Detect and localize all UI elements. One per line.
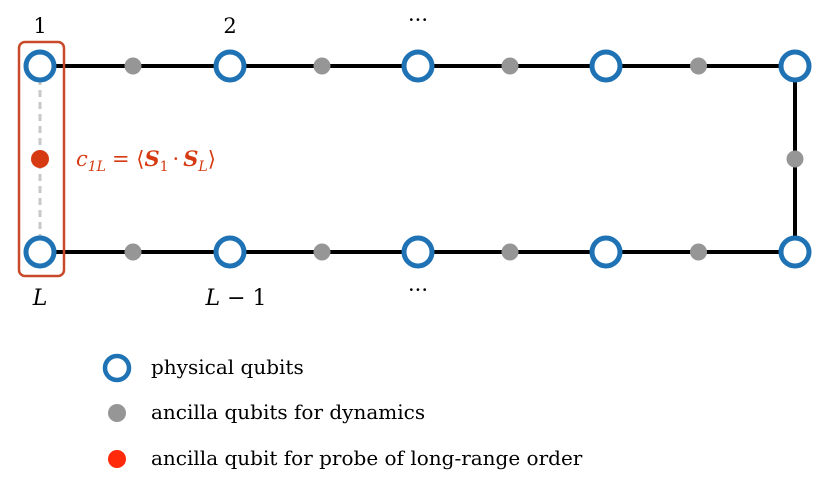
probe-ancilla	[31, 150, 49, 168]
ancilla-bottom-3	[501, 243, 519, 261]
physical-qubit-bottom-5	[778, 235, 812, 269]
ancilla-bottom-2	[313, 243, 331, 261]
correlator-c: c	[76, 147, 88, 171]
ancilla-top-3	[501, 57, 519, 75]
physical-qubit-bottom-4	[589, 235, 623, 269]
correlator-eq: = ⟨	[112, 147, 144, 171]
correlator-s1-sub: 1	[160, 159, 169, 175]
ancilla-dynamics-layer	[124, 57, 804, 261]
correlator-dot: ·	[173, 147, 180, 171]
correlator-close: ⟩	[208, 147, 216, 171]
physical-qubit-layer	[23, 49, 812, 269]
label-top-ellipsis: ···	[408, 8, 428, 32]
physical-qubit-bottom-1	[23, 235, 57, 269]
ancilla-bottom-4	[690, 243, 707, 261]
physical-qubit-top-5	[778, 49, 812, 83]
legend-physical-icon	[102, 353, 132, 383]
label-site-L: L	[32, 286, 48, 311]
legend-physical-label: physical qubits	[151, 355, 304, 379]
physical-qubit-top-2	[213, 49, 247, 83]
legend-dynamics-icon	[108, 404, 126, 422]
legend-probe-icon	[108, 450, 126, 468]
correlator-sL: S	[183, 146, 198, 171]
physical-qubit-bottom-2	[213, 235, 247, 269]
probe-box	[17, 40, 66, 278]
label-site-1: 1	[33, 14, 46, 38]
legend-probe-label: ancilla qubit for probe of long-range or…	[151, 446, 583, 470]
ancilla-top-1	[124, 57, 142, 75]
label-site-2: 2	[223, 14, 236, 38]
correlator-formula: c1L= ⟨S1·SL⟩	[76, 146, 216, 175]
physical-qubit-top-3	[401, 49, 435, 83]
physical-qubit-top-1	[23, 49, 57, 83]
legend-dynamics-label: ancilla qubits for dynamics	[151, 400, 425, 424]
legend: physical qubits ancilla qubits for dynam…	[102, 353, 583, 470]
ancilla-top-4	[690, 57, 707, 75]
probe-layer	[17, 40, 66, 278]
physical-qubit-top-4	[589, 49, 623, 83]
correlator-c-sub: 1L	[88, 159, 106, 175]
correlator-s1: S	[144, 146, 159, 171]
label-site-L-minus-1: L − 1	[204, 286, 266, 311]
physical-qubit-bottom-3	[401, 235, 435, 269]
ancilla-top-2	[313, 57, 331, 75]
ancilla-right-edge	[786, 150, 804, 168]
ancilla-bottom-1	[124, 243, 142, 261]
correlator-sL-sub: L	[197, 159, 207, 175]
label-bottom-ellipsis: ···	[408, 278, 428, 302]
